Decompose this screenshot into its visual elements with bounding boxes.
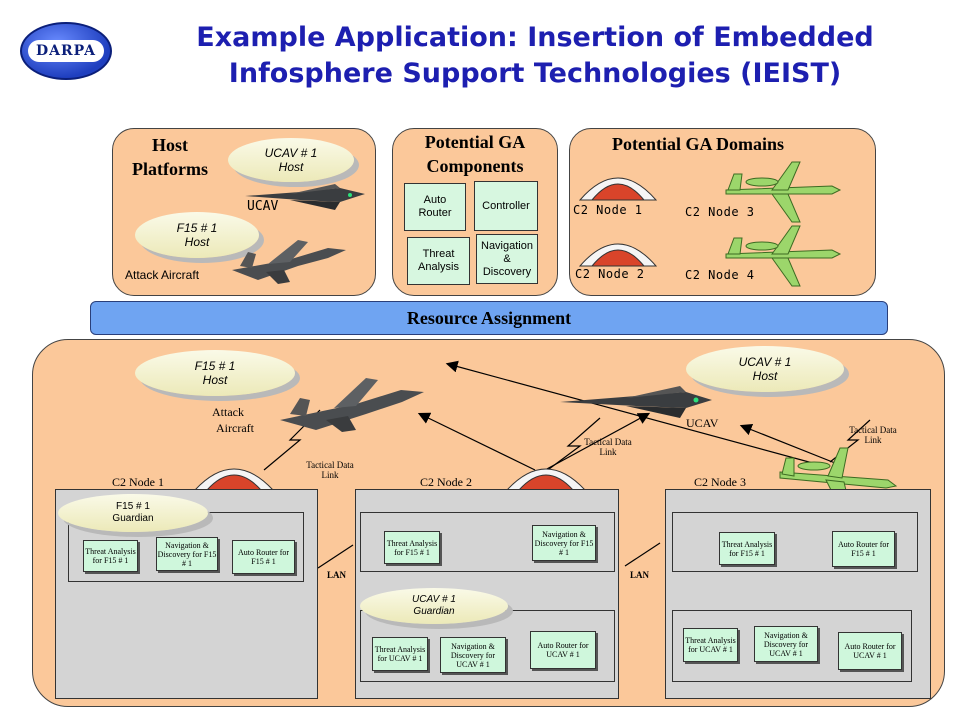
- f15-guardian-cloud: F15 # 1 Guardian: [58, 494, 208, 532]
- darpa-logo-text: DARPA: [28, 40, 104, 62]
- node1-threat-analysis-f15: Threat Analysis for F15 # 1: [83, 540, 138, 572]
- node1-auto-router-f15: Auto Router for F15 # 1: [232, 540, 295, 574]
- tactical-data-link-2: Tactical Data Link: [584, 437, 632, 457]
- auto-router-component: Auto Router: [404, 183, 466, 231]
- components-heading-line2: Components: [426, 156, 524, 176]
- f15-cloud-line2: Host: [184, 235, 210, 249]
- c2-node-1-label: C2 Node 1: [112, 475, 164, 489]
- host-platforms-heading: Host Platforms: [110, 133, 230, 181]
- ucav-cloud-line2: Host: [278, 160, 304, 174]
- attack-aircraft-label: Attack Aircraft: [212, 404, 254, 436]
- threat-analysis-component: Threat Analysis: [407, 237, 470, 285]
- ucav-drone-icon: [560, 386, 712, 418]
- ucav-guardian-line1: UCAV # 1: [412, 594, 456, 605]
- node2-navigation-ucav: Navigation & Discovery for UCAV # 1: [440, 637, 506, 673]
- ga-domains-panel: [569, 128, 876, 296]
- ucav-guardian-line2: Guardian: [413, 606, 455, 617]
- lan-label-1: LAN: [327, 570, 347, 580]
- node3-threat-analysis-f15: Threat Analysis for F15 # 1: [719, 532, 775, 565]
- f15-host-cloud-lower: F15 # 1 Host: [135, 350, 295, 396]
- ucav-guardian-cloud: UCAV # 1 Guardian: [360, 588, 508, 624]
- ga-domains-heading: Potential GA Domains: [612, 134, 785, 154]
- node-2-f15-strip: [360, 512, 615, 572]
- attack-label-line1: Attack: [212, 405, 244, 419]
- f15-guardian-line1: F15 # 1: [116, 501, 150, 512]
- c2-node-3-label: C2 Node 3: [694, 475, 746, 489]
- domain-node-4-label: C2 Node 4: [685, 268, 755, 282]
- tactical-data-link-1: Tactical Data Link: [306, 460, 354, 480]
- navigation-discovery-component: Navigation & Discovery: [476, 234, 538, 284]
- domain-node-3-label: C2 Node 3: [685, 205, 755, 219]
- lower-ucav-cloud-line1: UCAV # 1: [738, 355, 792, 369]
- ucav-label: UCAV: [686, 416, 719, 430]
- lan-label-2: LAN: [630, 570, 650, 580]
- ucav-drone-icon: [245, 184, 365, 210]
- ucav-host-cloud-lower: UCAV # 1 Host: [686, 346, 844, 392]
- domain-node-2-label: C2 Node 2: [575, 267, 645, 281]
- node3-auto-router-ucav: Auto Router for UCAV # 1: [838, 632, 902, 670]
- c2-node-dome-icon: [578, 177, 658, 201]
- c2-node-dome-icon: [193, 468, 275, 491]
- f15-guardian-line2: Guardian: [112, 513, 154, 524]
- c2-node-dome-icon: [505, 468, 587, 491]
- node-3-ucav-strip: [672, 610, 912, 682]
- ucav-cloud-line1: UCAV # 1: [264, 146, 318, 160]
- node3-threat-analysis-ucav: Threat Analysis for UCAV # 1: [683, 628, 738, 662]
- node2-threat-analysis-f15: Threat Analysis for F15 # 1: [384, 531, 440, 564]
- attack-label-line2: Aircraft: [216, 421, 254, 435]
- c2-node-dome-icon: [578, 243, 658, 267]
- f15-jet-icon: [280, 378, 424, 432]
- node3-auto-router-f15: Auto Router for F15 # 1: [832, 531, 895, 567]
- c2-node-2-label: C2 Node 2: [420, 475, 472, 489]
- resource-assignment-bar: Resource Assignment: [90, 301, 888, 335]
- f15-jet-icon: [232, 240, 346, 284]
- page-title: Example Application: Insertion of Embedd…: [150, 20, 920, 92]
- components-heading-line1: Potential GA: [424, 132, 526, 152]
- ucav-host-cloud: UCAV # 1 Host: [228, 138, 354, 182]
- title-line-1: Example Application: Insertion of Embedd…: [196, 22, 874, 53]
- node-3-f15-strip: [672, 512, 918, 572]
- lower-f15-cloud-line1: F15 # 1: [194, 359, 236, 373]
- ga-components-heading: Potential GA Components: [392, 130, 558, 178]
- domain-node-1-label: C2 Node 1: [573, 203, 643, 217]
- node2-auto-router-ucav: Auto Router for UCAV # 1: [530, 631, 596, 669]
- controller-component: Controller: [474, 181, 538, 231]
- lower-f15-cloud-line2: Host: [202, 373, 228, 387]
- host-heading-line2: Platforms: [132, 159, 208, 179]
- lower-ucav-cloud-line2: Host: [752, 369, 778, 383]
- attack-aircraft-host-label: Attack Aircraft: [125, 268, 200, 282]
- awacs-plane-icon: [725, 161, 842, 223]
- host-heading-line1: Host: [152, 135, 188, 155]
- tactical-data-link-3: Tactical Data Link: [849, 425, 897, 445]
- f15-host-cloud: F15 # 1 Host: [135, 212, 259, 258]
- ucav-host-label: UCAV: [247, 199, 279, 214]
- title-line-2: Infosphere Support Technologies (IEIST): [228, 58, 842, 89]
- darpa-logo: DARPA: [20, 22, 112, 80]
- node2-navigation-f15: Navigation & Discovery for F15 # 1: [532, 525, 596, 561]
- node2-threat-analysis-ucav: Threat Analysis for UCAV # 1: [372, 637, 428, 671]
- node3-navigation-ucav: Navigation & Discovery for UCAV # 1: [754, 626, 818, 662]
- node1-navigation-f15: Navigation & Discovery for F15 # 1: [156, 537, 218, 571]
- awacs-plane-icon: [725, 225, 842, 287]
- f15-cloud-line1: F15 # 1: [176, 221, 218, 235]
